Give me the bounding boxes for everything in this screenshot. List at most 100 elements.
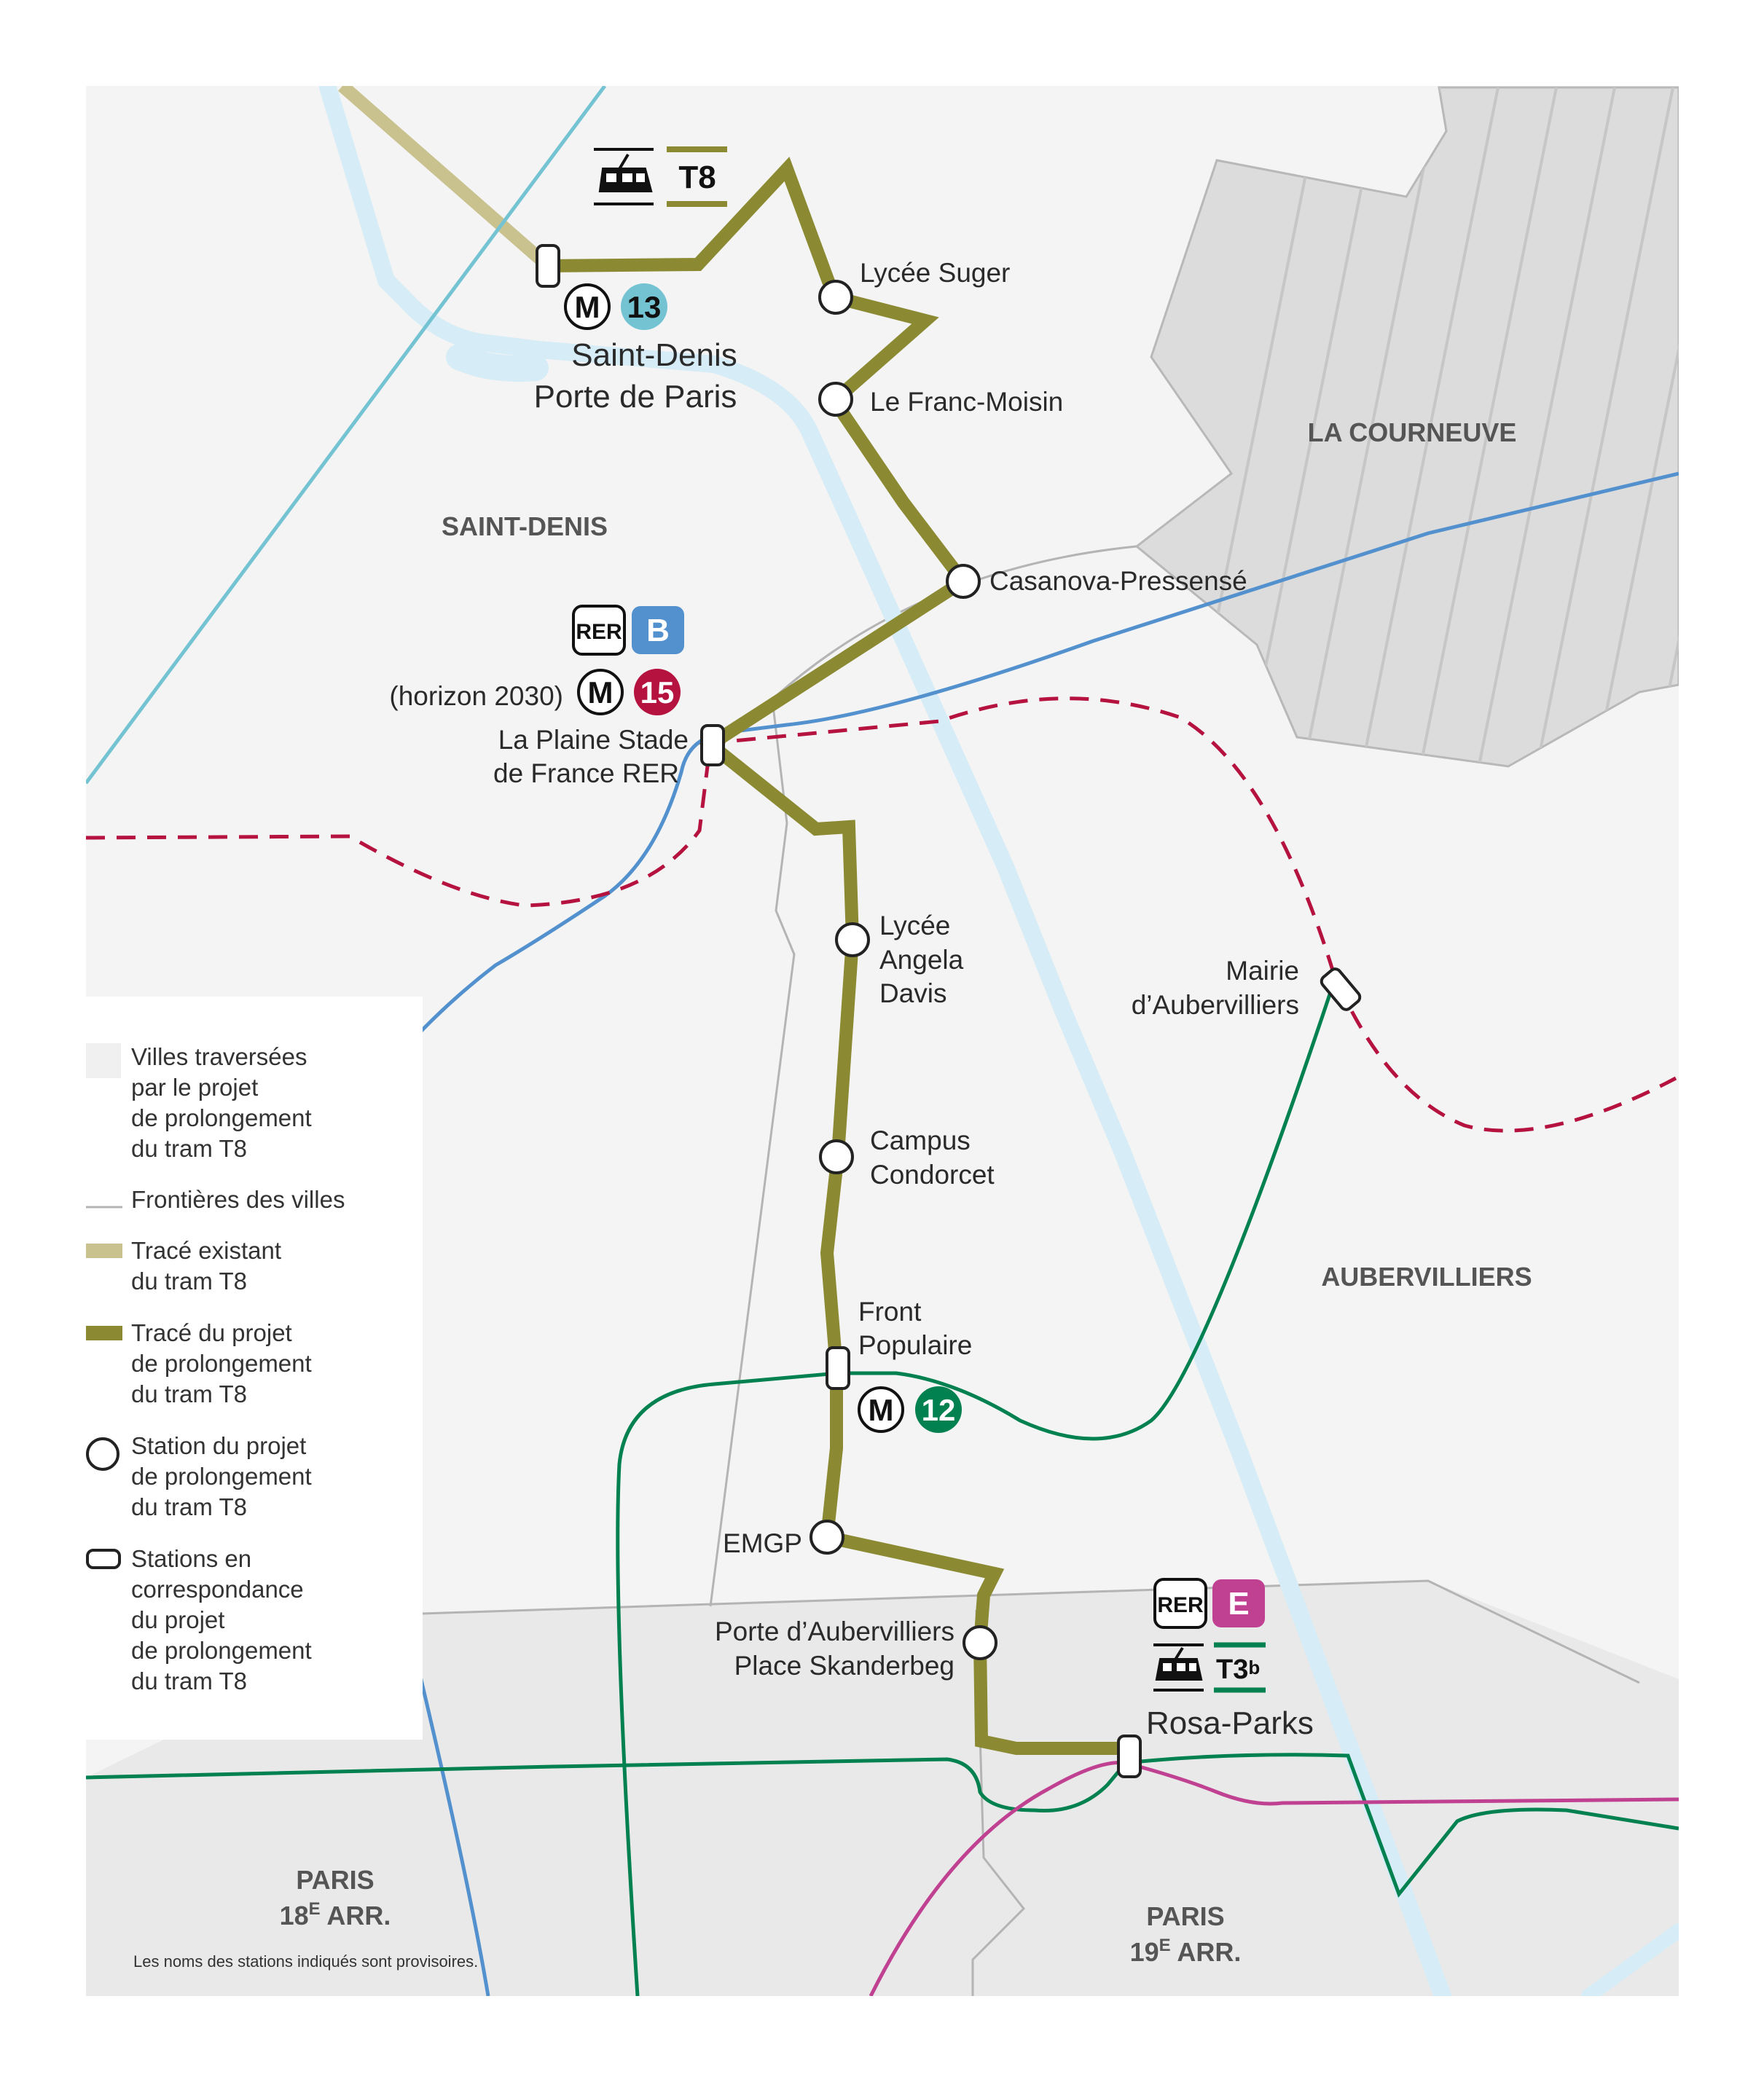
metro12-number: 12 — [922, 1393, 956, 1427]
provisional-note: Les noms des stations indiqués sont prov… — [133, 1952, 478, 1971]
metro13-badge: M 13 — [564, 283, 667, 330]
label-casanova: Casanova-Pressensé — [989, 566, 1247, 596]
label-condorcet-1: Campus — [870, 1126, 971, 1155]
station-mairie-aubervilliers[interactable] — [1320, 967, 1363, 1012]
city-la-courneuve: LA COURNEUVE — [1308, 417, 1517, 447]
legend-corr-3: du projet — [131, 1606, 224, 1633]
label-saint-denis-1: Saint-Denis — [571, 337, 737, 373]
paris-area — [86, 1581, 1679, 1996]
rerB-letter: B — [646, 613, 670, 648]
label-angela-2: Angela — [879, 945, 964, 975]
station-rosa-parks[interactable] — [1117, 1735, 1142, 1778]
label-plaine-2: de France RER — [493, 758, 679, 788]
label-porte-aub-1: Porte d’Aubervilliers — [715, 1617, 954, 1646]
legend-project-swatch — [86, 1326, 122, 1340]
label-lycee-suger: Lycée Suger — [860, 258, 1010, 288]
horizon-2030-label: (horizon 2030) — [389, 681, 563, 711]
metro13-number: 13 — [627, 290, 662, 324]
metro-icon: M — [869, 1393, 894, 1427]
city-paris18-1: PARIS — [296, 1865, 374, 1895]
metro15-badge: (horizon 2030) M 15 — [389, 669, 681, 715]
station-lycee-angela-davis[interactable] — [835, 922, 870, 957]
t8-badge: T8 — [594, 146, 727, 207]
station-campus-condorcet[interactable] — [819, 1139, 854, 1174]
t8-label: T8 — [678, 160, 716, 195]
station-casanova-pressense[interactable] — [946, 564, 981, 599]
metro-icon: M — [588, 675, 614, 710]
t3b-line — [86, 1753, 1679, 1898]
label-angela-1: Lycée — [879, 911, 950, 940]
rer-icon: RER — [576, 620, 622, 644]
metro12-line — [616, 983, 1336, 1996]
legend-cities-2: par le projet — [131, 1074, 258, 1101]
label-mairie-1: Mairie — [1226, 956, 1299, 986]
legend-cities-1: Villes traversées — [131, 1043, 307, 1070]
legend-corr-2: correspondance — [131, 1576, 304, 1603]
label-condorcet-2: Condorcet — [870, 1160, 995, 1190]
station-labels: Saint-Denis Porte de Paris Lycée Suger L… — [493, 258, 1314, 1741]
tram-icon — [1153, 1643, 1204, 1692]
svg-text:18E ARR.: 18E ARR. — [280, 1899, 391, 1930]
rer-icon: RER — [1157, 1593, 1204, 1617]
city-paris19-3: ARR. — [1171, 1937, 1242, 1967]
legend-existing-2: du tram T8 — [131, 1268, 247, 1295]
legend-cities-3: de prolongement — [131, 1104, 312, 1131]
legend-project-1: Tracé du projet — [131, 1319, 292, 1346]
rerE-badge: RER E — [1153, 1578, 1265, 1629]
station-lycee-suger[interactable] — [818, 280, 853, 315]
metro12-badge: M 12 — [858, 1386, 962, 1433]
t3b-superscript: b — [1248, 1657, 1260, 1678]
station-saint-denis-porte-de-paris[interactable] — [536, 244, 560, 288]
city-aubervilliers: AUBERVILLIERS — [1321, 1262, 1532, 1292]
metro13-line — [86, 86, 607, 785]
label-saint-denis-2: Porte de Paris — [534, 379, 737, 415]
label-emgp: EMGP — [723, 1528, 802, 1558]
legend-corr-4: de prolongement — [131, 1637, 312, 1664]
legend-existing-1: Tracé existant — [131, 1237, 281, 1264]
station-emgp[interactable] — [810, 1520, 844, 1555]
city-paris19-sup: E — [1159, 1936, 1171, 1955]
label-angela-3: Davis — [879, 978, 947, 1008]
label-mairie-2: d’Aubervilliers — [1132, 990, 1299, 1020]
legend-corr-swatch — [86, 1549, 121, 1569]
t3b-badge: T3b — [1153, 1642, 1266, 1693]
t8-existing-line — [338, 86, 552, 271]
city-paris18-3: ARR. — [321, 1901, 391, 1930]
t8-correspondence-stations — [536, 244, 1363, 1778]
label-front-1: Front — [858, 1297, 922, 1327]
la-courneuve-area — [1134, 86, 1679, 768]
metro15-number: 15 — [640, 675, 675, 710]
city-paris18-sup: E — [309, 1899, 321, 1919]
legend-station-3: du tram T8 — [131, 1493, 247, 1520]
svg-text:19E ARR.: 19E ARR. — [1130, 1936, 1242, 1967]
label-franc-moisin: Le Franc-Moisin — [870, 387, 1063, 417]
canal-saint-denis — [319, 86, 1679, 1996]
legend-existing-swatch — [86, 1244, 122, 1258]
legend-project-2: de prolongement — [131, 1350, 312, 1377]
station-la-plaine-stade-de-france[interactable] — [700, 724, 725, 766]
city-paris19-1: PARIS — [1146, 1901, 1224, 1931]
legend-corr-5: du tram T8 — [131, 1667, 247, 1694]
city-saint-denis: SAINT-DENIS — [442, 511, 608, 541]
legend-panel — [86, 997, 423, 1740]
rerB-badge: RER B — [572, 605, 684, 656]
t3b-label: T3 — [1216, 1654, 1248, 1685]
legend-cities-swatch — [86, 1043, 121, 1078]
tram-icon — [594, 148, 654, 205]
station-front-populaire[interactable] — [826, 1346, 850, 1390]
legend-station-swatch — [86, 1437, 119, 1471]
station-porte-aubervilliers[interactable] — [963, 1625, 997, 1660]
legend-project-3: du tram T8 — [131, 1380, 247, 1407]
city-paris19-2: 19 — [1130, 1937, 1159, 1967]
label-porte-aub-2: Place Skanderbeg — [734, 1651, 954, 1681]
rerE-letter: E — [1228, 1586, 1249, 1622]
t8-stations — [810, 280, 997, 1660]
legend-station-2: de prolongement — [131, 1463, 312, 1490]
city-paris18-2: 18 — [280, 1901, 309, 1930]
legend-borders: Frontières des villes — [131, 1186, 345, 1213]
label-plaine-1: La Plaine Stade — [498, 725, 689, 755]
svg-text:T3b: T3b — [1216, 1654, 1260, 1685]
station-le-franc-moisin[interactable] — [818, 382, 853, 417]
rerE-line — [869, 1760, 1679, 1996]
legend-cities-4: du tram T8 — [131, 1135, 247, 1162]
